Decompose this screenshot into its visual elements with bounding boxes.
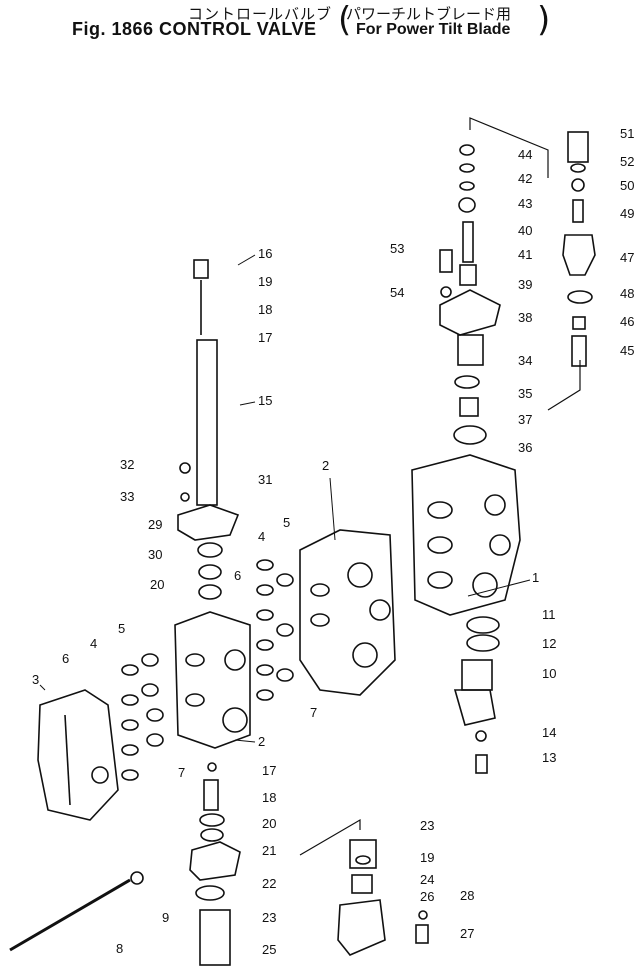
- callout-35: 35: [518, 386, 532, 401]
- callout-28: 28: [460, 888, 474, 903]
- callout-51: 51: [620, 126, 634, 141]
- callout-5b: 5: [118, 621, 125, 636]
- callout-37: 37: [518, 412, 532, 427]
- callout-4a: 4: [258, 529, 265, 544]
- callout-53: 53: [390, 241, 404, 256]
- valve-body-1: [411, 454, 521, 616]
- callout-27: 27: [460, 926, 474, 941]
- callout-29: 29: [148, 517, 162, 532]
- cap-51: [567, 131, 589, 163]
- callout-31: 31: [258, 472, 272, 487]
- o-ring-stack: [121, 559, 294, 781]
- callout-42: 42: [518, 171, 532, 186]
- valve-47: [562, 234, 596, 276]
- callout-25: 25: [262, 942, 276, 957]
- callout-45: 45: [620, 343, 634, 358]
- callout-6b: 6: [62, 651, 69, 666]
- cover-22: [189, 841, 241, 881]
- callout-41: 41: [518, 247, 532, 262]
- callout-17b: 17: [262, 763, 276, 778]
- callout-2a: 2: [322, 458, 329, 473]
- callout-46: 46: [620, 314, 634, 329]
- check-valve-10: [461, 659, 493, 691]
- callout-17a: 17: [258, 330, 272, 345]
- callout-19b: 19: [420, 850, 434, 865]
- open-paren: (: [338, 0, 352, 40]
- subtitle-english: For Power Tilt Blade: [356, 21, 511, 38]
- callout-50: 50: [620, 178, 634, 193]
- callout-36: 36: [518, 440, 532, 455]
- callout-33: 33: [120, 489, 134, 504]
- callout-18b: 18: [262, 790, 276, 805]
- callout-21: 21: [262, 843, 276, 858]
- callout-20b: 20: [262, 816, 276, 831]
- flange-31: [177, 504, 240, 541]
- callout-54: 54: [390, 285, 404, 300]
- callout-26: 26: [420, 889, 434, 904]
- callout-23a: 23: [262, 910, 276, 925]
- callout-15: 15: [258, 393, 272, 408]
- callout-8: 8: [116, 941, 123, 956]
- callout-34: 34: [518, 353, 532, 368]
- callout-9: 9: [162, 910, 169, 925]
- callout-2b: 2: [258, 734, 265, 749]
- callout-6a: 6: [234, 568, 241, 583]
- valve-body-2-center: [299, 529, 396, 696]
- callout-32: 32: [120, 457, 134, 472]
- plug-37: [459, 397, 479, 417]
- sleeve-34: [457, 334, 484, 366]
- callout-19a: 19: [258, 274, 272, 289]
- callout-52: 52: [620, 154, 634, 169]
- subtitle-japanese: パワーチルトブレード用: [346, 5, 512, 23]
- callout-7b: 7: [178, 765, 185, 780]
- callout-12: 12: [542, 636, 556, 651]
- callout-30: 30: [148, 547, 162, 562]
- callout-22: 22: [262, 876, 276, 891]
- callout-7a: 7: [310, 705, 317, 720]
- callout-49: 49: [620, 206, 634, 221]
- close-paren: ): [537, 0, 551, 40]
- callout-23b: 23: [420, 818, 434, 833]
- bolt-8: [9, 878, 131, 952]
- callout-43: 43: [518, 196, 532, 211]
- callout-18a: 18: [258, 302, 272, 317]
- callout-5a: 5: [283, 515, 290, 530]
- clevis-16: [193, 259, 209, 279]
- callout-1: 1: [532, 570, 539, 585]
- spool-15: [196, 339, 218, 506]
- callout-14: 14: [542, 725, 556, 740]
- valve-body-2-left: [174, 611, 251, 749]
- callout-38: 38: [518, 310, 532, 325]
- title-japanese: コントロールバルブ: [188, 5, 333, 23]
- flange-38: [439, 289, 501, 336]
- housing-26: [337, 899, 386, 956]
- figure-title: Fig. 1866 CONTROL VALVE: [72, 19, 317, 39]
- callout-24: 24: [420, 872, 434, 887]
- callout-48: 48: [620, 286, 634, 301]
- callout-10: 10: [542, 666, 556, 681]
- callout-13: 13: [542, 750, 556, 765]
- spring-25: [199, 909, 231, 966]
- callout-3: 3: [32, 672, 39, 687]
- callout-20a: 20: [150, 577, 164, 592]
- callout-4b: 4: [90, 636, 97, 651]
- callout-47: 47: [620, 250, 634, 265]
- callout-16: 16: [258, 246, 272, 261]
- end-cover-3: [37, 689, 119, 821]
- callout-11: 11: [542, 607, 556, 622]
- callout-44: 44: [518, 147, 532, 162]
- callout-39: 39: [518, 277, 532, 292]
- callout-40: 40: [518, 223, 532, 238]
